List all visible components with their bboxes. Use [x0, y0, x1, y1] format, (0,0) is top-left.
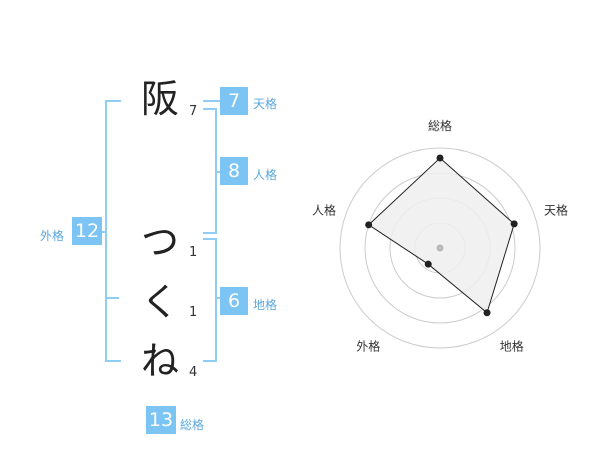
stroke-count-2: 1: [189, 245, 198, 260]
chikaku-bracket: [203, 238, 217, 362]
radar-data-points: [365, 154, 518, 317]
gaikaku-value-badge: 12: [72, 217, 102, 245]
radar-center-dot: [436, 244, 444, 252]
jinkaku-value-badge: 8: [220, 157, 248, 185]
radar-point-3: [483, 309, 491, 317]
name-char-1: 阪: [140, 77, 179, 121]
radar-axis-label-1: 総格: [428, 118, 452, 133]
gaikaku-label: 外格: [40, 229, 65, 243]
name-char-2: つ: [140, 220, 179, 264]
jinkaku-label: 人格: [253, 168, 278, 182]
stroke-count-4: 4: [189, 365, 198, 380]
radar-axis-label-5: 人格: [312, 202, 336, 217]
tenkaku-value-badge: 7: [220, 87, 248, 115]
radar-point-2: [510, 220, 518, 228]
radar-point-4: [424, 260, 432, 268]
radar-axis-label-2: 天格: [544, 202, 568, 217]
chikaku-tick: [215, 297, 220, 299]
radar-axis-label-4: 外格: [356, 339, 380, 354]
gaikaku-mid-tick: [105, 297, 119, 299]
radar-point-5: [365, 221, 373, 229]
tenkaku-tick: [203, 100, 220, 102]
radar-point-1: [436, 154, 444, 162]
jinkaku-tick: [215, 171, 220, 173]
gaikaku-bracket: [105, 100, 121, 362]
stroke-count-1: 7: [189, 104, 198, 119]
stroke-count-3: 1: [189, 305, 198, 320]
chikaku-value-badge: 6: [220, 287, 248, 315]
radar-axis-label-3: 地格: [500, 339, 524, 354]
chikaku-label: 地格: [253, 298, 278, 312]
soukaku-label: 総格: [180, 418, 205, 432]
radar-data-polygon: [367, 157, 515, 314]
name-char-3: く: [140, 280, 179, 324]
tenkaku-label: 天格: [253, 97, 278, 111]
name-char-4: ね: [140, 339, 179, 383]
radar-grid-ring: [339, 147, 541, 349]
soukaku-value-badge: 13: [146, 406, 176, 434]
